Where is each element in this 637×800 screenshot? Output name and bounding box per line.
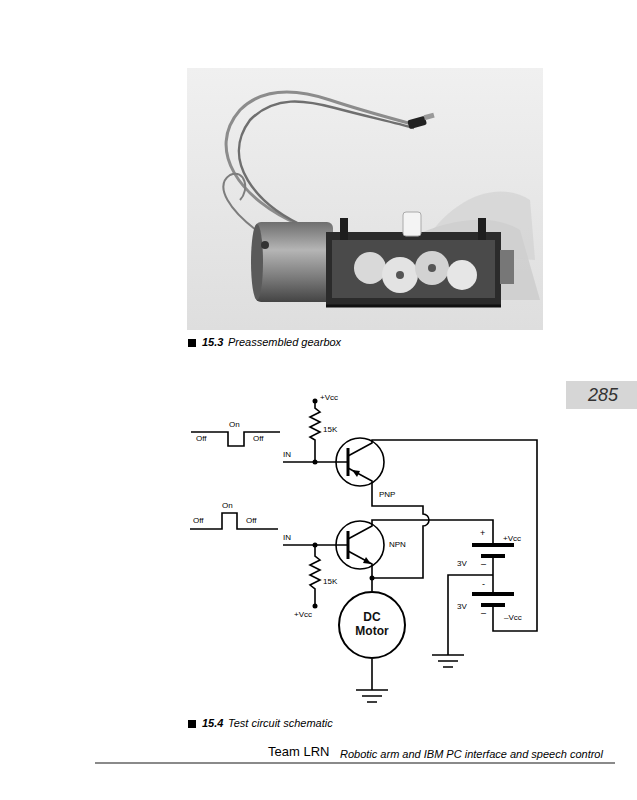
figure-number: 15.4 [202, 718, 223, 729]
motor-circle: DC Motor [338, 591, 406, 659]
footer-rule [95, 762, 615, 764]
motor-label: DC Motor [348, 611, 396, 639]
battery-voltage: 3V [457, 560, 467, 568]
circuit-wiring [190, 401, 537, 702]
supply-label: +Vcc [294, 611, 312, 619]
pulse-state: Off [193, 517, 204, 525]
figure-number: 15.3 [202, 337, 223, 348]
pulse-state: On [229, 421, 240, 429]
polarity-sign: + [480, 529, 485, 538]
figure-caption: Preassembled gearbox [228, 337, 341, 348]
gearbox-photo [187, 68, 543, 330]
signal-name: IN [283, 451, 291, 459]
pulse-state: Off [246, 517, 257, 525]
supply-label: +Vcc [320, 394, 338, 402]
transistor-type: NPN [389, 541, 406, 549]
resistor-value: 15K [323, 578, 337, 586]
caption-bullet [188, 720, 196, 728]
circuit-symbols [313, 399, 515, 609]
polarity-sign: – [481, 560, 486, 569]
supply-label: –Vcc [504, 614, 522, 622]
watermark: Team LRN [268, 745, 329, 758]
pulse-state: On [222, 502, 233, 510]
signal-name: IN [283, 534, 291, 542]
polarity-sign: – [481, 609, 486, 618]
pulse-state: Off [253, 435, 264, 443]
resistor-value: 15K [323, 426, 337, 434]
supply-label: +Vcc [503, 535, 521, 543]
transistor-type: PNP [379, 491, 395, 499]
caption-bullet [188, 339, 196, 347]
battery-voltage: 3V [457, 603, 467, 611]
pulse-state: Off [196, 435, 207, 443]
polarity-sign: - [482, 580, 485, 589]
page-number-tab [566, 381, 637, 409]
page-number: 285 [588, 386, 618, 404]
figure-caption: Test circuit schematic [228, 718, 333, 729]
running-footer: Robotic arm and IBM PC interface and spe… [340, 749, 603, 760]
